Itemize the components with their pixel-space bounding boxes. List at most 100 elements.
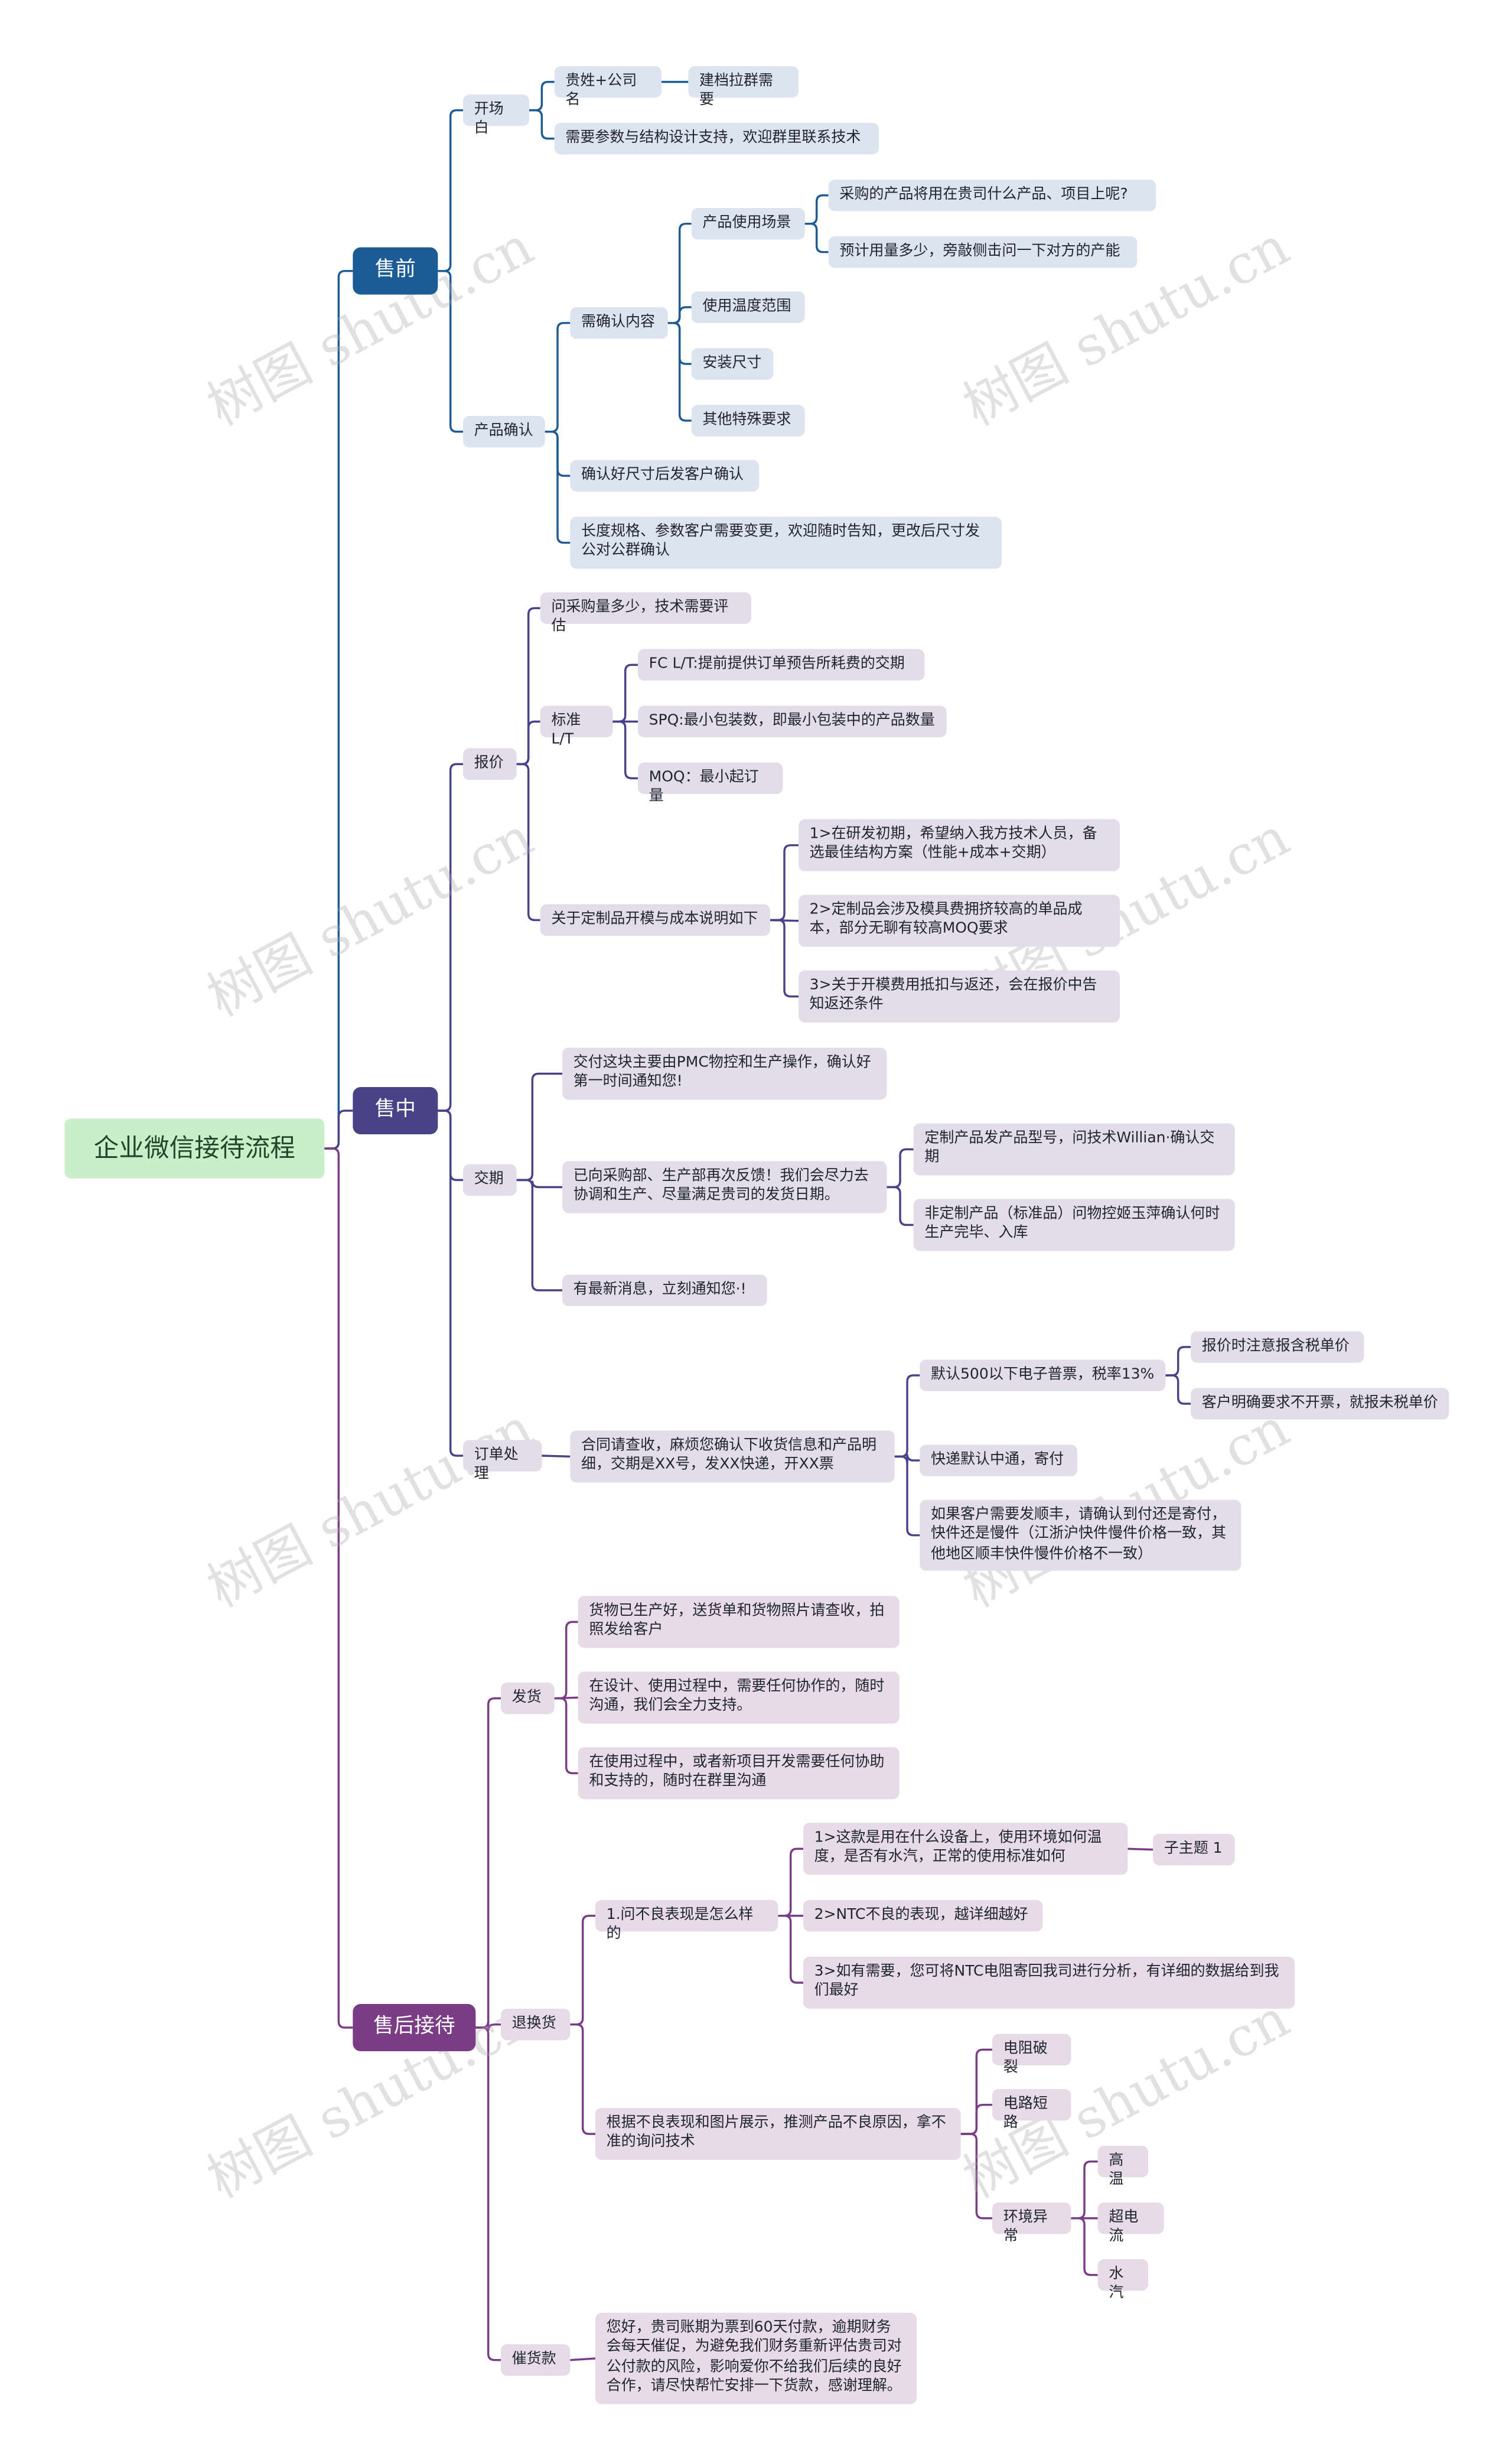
connector: [667, 306, 692, 324]
node-ship-s1[interactable]: 货物已生产好，送货单和货物照片请查收，拍照发给客户: [578, 1596, 900, 1648]
connector: [475, 2026, 501, 2361]
node-order[interactable]: 订单处理: [463, 1440, 542, 1483]
connector: [612, 720, 638, 780]
node-collect-text[interactable]: 您好，贵司账期为票到60天付款，逾期财务会每天催促，为避免我们财务重新评估贵司对…: [595, 2312, 917, 2405]
connector: [887, 1186, 914, 1226]
node-sf[interactable]: 如果客户需要发顺丰，请确认到付还是寄付，快件还是慢件（江浙沪快件慢件价格一致，其…: [920, 1499, 1241, 1571]
node-returns-a1[interactable]: 1>这款是用在什么设备上，使用环境如何温度，是否有水汽，正常的使用标准如何: [803, 1823, 1128, 1875]
node-other[interactable]: 其他特殊要求: [691, 405, 805, 437]
node-returns-a2[interactable]: 2>NTC不良的表现，越详细越好: [803, 1900, 1043, 1932]
node-returns-a3[interactable]: 3>如有需要，您可将NTC电阻寄回我司进行分析，有详细的数据给到我们最好: [803, 1957, 1295, 2009]
connector: [324, 1147, 353, 2029]
connector: [324, 1110, 353, 1150]
node-tax-t1[interactable]: 报价时注意报含税单价: [1191, 1331, 1364, 1363]
node-greeting-child[interactable]: 建档拉群需要: [688, 66, 799, 109]
root-topic[interactable]: 企业微信接待流程: [64, 1118, 325, 1179]
node-tax[interactable]: 默认500以下电子普票，税率13%: [920, 1359, 1166, 1391]
connector: [960, 2133, 993, 2220]
connector: [516, 763, 540, 922]
node-delivery-standard[interactable]: 非定制产品（标准品）问物控姬玉萍确认何时生产完毕、入库: [913, 1199, 1235, 1251]
node-custom-c2[interactable]: 2>定制品会涉及模具费拥挤较高的单品成本，部分无聊有较高MOQ要求: [799, 894, 1120, 947]
node-ship-s3[interactable]: 在使用过程中，或者新项目开发需要任何协助和支持的，随时在群里沟通: [578, 1747, 900, 1800]
node-greeting[interactable]: 贵姓+公司名: [554, 66, 662, 109]
node-returns-q2[interactable]: 根据不良表现和图片展示，推测产品不良原因，拿不准的询问技术: [595, 2108, 961, 2161]
node-reason-r1[interactable]: 电阻破裂: [992, 2033, 1071, 2077]
node-delivery[interactable]: 交期: [463, 1164, 517, 1196]
node-order-check[interactable]: 合同请查收，麻烦您确认下收货信息和产品明细，交期是XX号，发XX快递，开XX票: [570, 1430, 895, 1483]
connector: [475, 1697, 501, 2029]
connector: [438, 1110, 464, 1457]
connector: [894, 1374, 920, 1458]
connector: [516, 720, 540, 766]
connector: [1071, 2160, 1098, 2220]
connector: [438, 763, 464, 1112]
branch-aftersale[interactable]: 售后接待: [353, 2004, 476, 2052]
connector: [770, 844, 799, 922]
connector: [1165, 1374, 1191, 1405]
connector: [778, 1847, 804, 1917]
node-returns-q1[interactable]: 1.问不良表现是怎么样的: [595, 1900, 778, 1943]
branch-presale[interactable]: 售前: [353, 247, 438, 295]
connector: [570, 2357, 596, 2361]
node-ship[interactable]: 发货: [501, 1683, 555, 1714]
connector: [570, 2023, 596, 2135]
connector: [529, 109, 555, 140]
node-express[interactable]: 快递默认中通，寄付: [920, 1444, 1078, 1476]
node-opening[interactable]: 开场白: [463, 95, 530, 138]
node-lt[interactable]: 标准L/T: [540, 705, 613, 749]
connector: [529, 80, 555, 112]
connector: [554, 1621, 578, 1700]
node-send[interactable]: 确认好尺寸后发客户确认: [570, 460, 760, 492]
node-env-e2[interactable]: 超电流: [1097, 2202, 1164, 2246]
connector: [516, 1179, 563, 1291]
connector: [545, 430, 571, 544]
node-quote[interactable]: 报价: [463, 748, 517, 780]
node-custom-c1[interactable]: 1>在研发初期，希望纳入我方技术人员，备选最佳结构方案（性能+成本+交期）: [799, 819, 1120, 871]
node-size[interactable]: 安装尺寸: [691, 348, 774, 380]
node-confirm[interactable]: 产品确认: [463, 416, 545, 448]
node-usage-q2[interactable]: 预计用量多少，旁敲侧击问一下对方的产能: [828, 236, 1138, 268]
node-collect[interactable]: 催货款: [501, 2344, 571, 2376]
node-change[interactable]: 长度规格、参数客户需要变更，欢迎随时告知，更改后尺寸发公对公群确认: [570, 516, 1002, 569]
connector: [667, 321, 692, 422]
node-env-e3[interactable]: 水汽: [1097, 2259, 1149, 2302]
node-delivery-d1[interactable]: 交付这块主要由PMC物控和生产操作，确认好第一时间通知您!: [562, 1047, 887, 1100]
node-env-e1[interactable]: 高温: [1097, 2146, 1149, 2189]
node-fc[interactable]: FC L/T:提前提供订单预告所耗费的交期: [638, 649, 925, 681]
node-env[interactable]: 环境异常: [992, 2202, 1071, 2246]
node-reason-r2[interactable]: 电路短路: [992, 2089, 1071, 2132]
node-tax-t2[interactable]: 客户明确要求不开票，就报未税单价: [1191, 1388, 1449, 1420]
node-usage-q1[interactable]: 采购的产品将用在贵司什么产品、项目上呢?: [828, 180, 1156, 212]
node-need[interactable]: 需确认内容: [570, 307, 668, 339]
node-usage[interactable]: 产品使用场景: [691, 208, 805, 240]
connector: [324, 269, 353, 1150]
connector: [1165, 1346, 1191, 1377]
node-delivery-d2[interactable]: 已向采购部、生产部再次反馈！我们会尽力去协调和生产、尽量满足贵司的发货日期。: [562, 1161, 887, 1213]
connector: [778, 1914, 804, 1984]
connector: [804, 222, 829, 253]
node-returns-a1-child[interactable]: 子主题 1: [1153, 1834, 1235, 1866]
node-moq[interactable]: MOQ：最小起订量: [638, 762, 783, 806]
node-returns[interactable]: 退换货: [501, 2009, 571, 2041]
branch-insale[interactable]: 售中: [353, 1087, 438, 1135]
node-delivery-custom[interactable]: 定制产品发产品型号，问技术Willian·确认交期: [913, 1123, 1235, 1176]
connector: [887, 1148, 914, 1189]
node-custom[interactable]: 关于定制品开模与成本说明如下: [540, 904, 771, 936]
connector: [804, 194, 829, 225]
connector: [570, 1914, 596, 2026]
connector: [516, 1179, 563, 1189]
connector: [894, 1455, 920, 1537]
node-ask[interactable]: 问采购量多少，技术需要评估: [540, 592, 752, 636]
connector: [1071, 2217, 1098, 2276]
node-spq[interactable]: SPQ:最小包装数，即最小包装中的产品数量: [638, 705, 947, 738]
connector: [554, 1697, 578, 1775]
node-support[interactable]: 需要参数与结构设计支持，欢迎群里联系技术: [554, 123, 879, 155]
node-ship-s2[interactable]: 在设计、使用过程中，需要任何协作的，随时沟通，我们会全力支持。: [578, 1671, 900, 1724]
connector: [545, 321, 571, 433]
node-custom-c3[interactable]: 3>关于开模费用抵扣与返还，会在报价中告知返还条件: [799, 970, 1120, 1023]
node-temp[interactable]: 使用温度范围: [691, 291, 805, 323]
connector: [438, 269, 464, 433]
node-delivery-d3[interactable]: 有最新消息，立刻通知您·!: [562, 1274, 767, 1306]
